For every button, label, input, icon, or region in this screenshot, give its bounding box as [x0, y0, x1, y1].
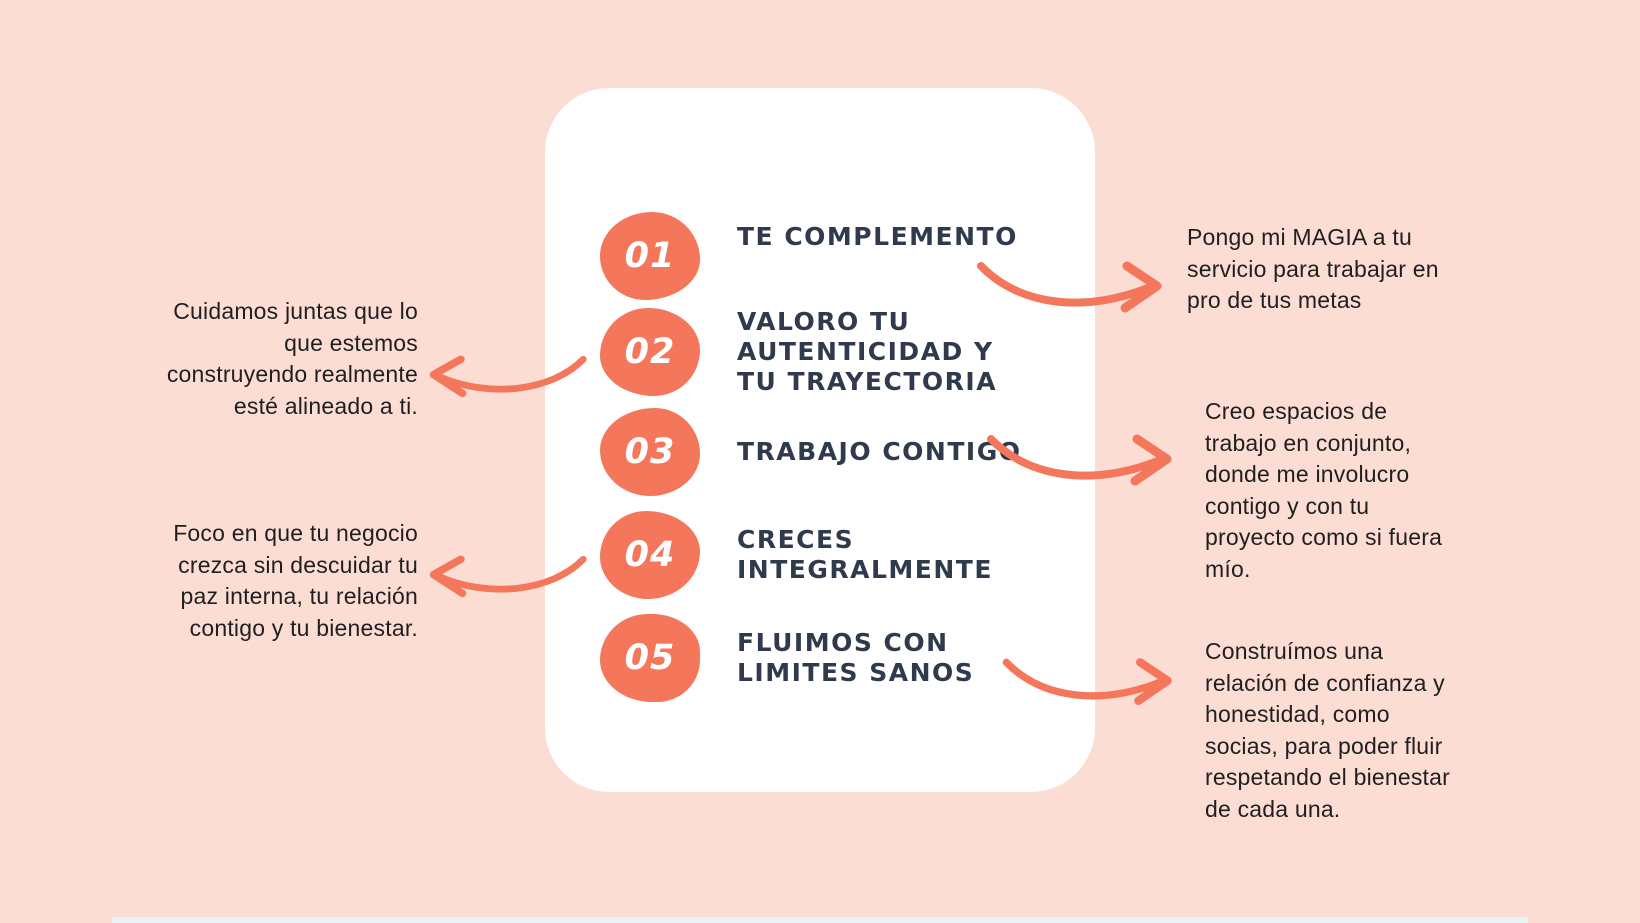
item-title: TRABAJO CONTIGO	[737, 437, 1022, 466]
annotation-left-1: Cuidamos juntas que lo que estemos const…	[166, 298, 418, 419]
curved-arrow-left-icon	[420, 552, 590, 604]
curved-arrow-right-icon	[975, 258, 1175, 318]
annotation-right-1: Pongo mi MAGIA a tu servicio para trabaj…	[1187, 224, 1439, 313]
annotation-left-2: Foco en que tu negocio crezca sin descui…	[173, 520, 418, 641]
item-number-badge: 03	[600, 408, 700, 496]
item-number: 04	[624, 535, 676, 575]
item-number: 03	[624, 432, 676, 472]
item-title: CRECES INTEGRALMENTE	[737, 525, 993, 584]
item-title: VALORO TU AUTENTICIDAD Y TU TRAYECTORIA	[737, 307, 998, 396]
item-number: 05	[624, 638, 676, 678]
item-title: TE COMPLEMENTO	[737, 222, 1018, 251]
curved-arrow-right-icon	[1000, 655, 1185, 710]
item-number: 01	[624, 236, 676, 276]
item-number: 02	[624, 332, 676, 372]
item-number-badge: 04	[600, 511, 700, 599]
item-title: FLUIMOS CON LIMITES SANOS	[737, 628, 975, 687]
annotation-right-2: Creo espacios de trabajo en conjunto, do…	[1205, 398, 1443, 582]
curved-arrow-left-icon	[420, 352, 590, 404]
annotation-right-3: Construímos una relación de confianza y …	[1205, 638, 1450, 822]
item-number-badge: 02	[600, 308, 700, 396]
item-number-badge: 01	[600, 212, 700, 300]
item-number-badge: 05	[600, 614, 700, 702]
curved-arrow-right-icon	[985, 430, 1185, 492]
bottom-strip	[112, 917, 1528, 923]
